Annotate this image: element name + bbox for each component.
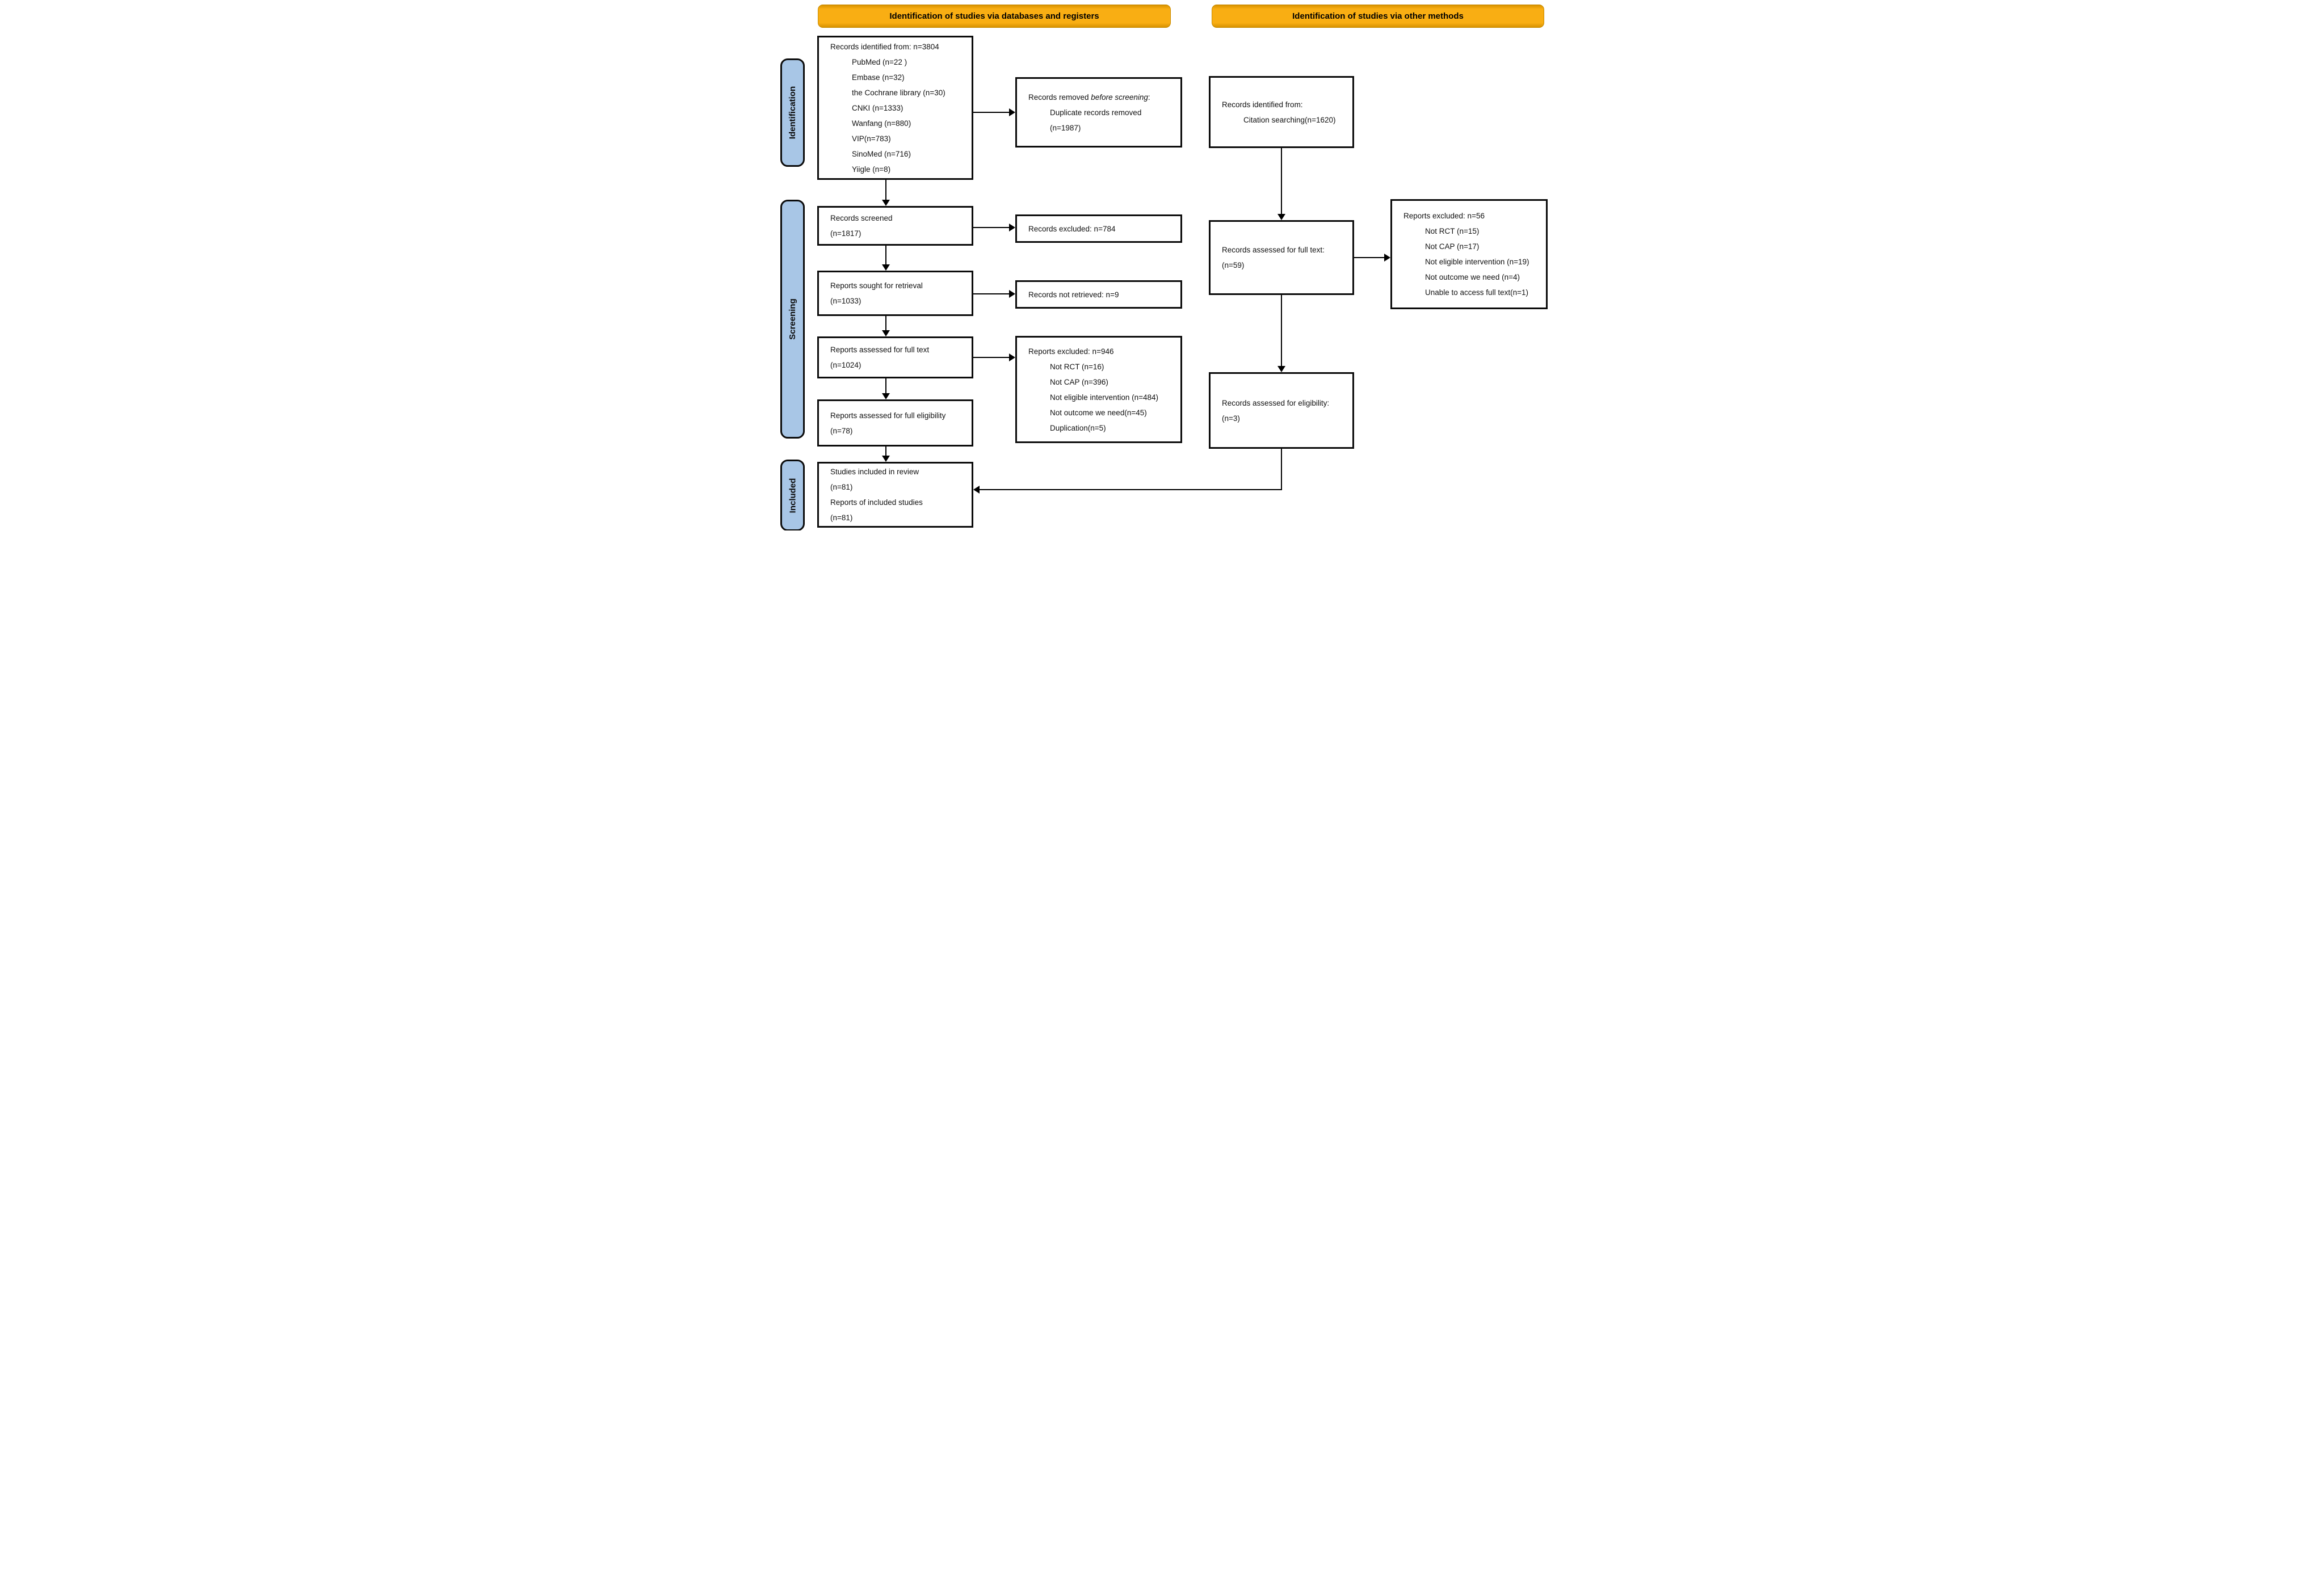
source-vip: VIP(n=783) xyxy=(852,134,891,143)
box-citation-searching: Records identified from: Citation search… xyxy=(1209,76,1354,148)
records-not-retrieved-line: Records not retrieved: n=9 xyxy=(1028,290,1119,299)
box-reports-excluded-946: Reports excluded: n=946 Not RCT (n=16) N… xyxy=(1015,336,1182,443)
excl-not-outcome-4: Not outcome we need (n=4) xyxy=(1425,273,1520,281)
arrow-assessed-to-excluded946-line xyxy=(973,357,1009,358)
arrow-screened-to-sought-head xyxy=(882,264,890,271)
duplicates-removed-line: Duplicate records removed xyxy=(1050,108,1142,117)
duplicates-removed-count: (n=1987) xyxy=(1050,123,1081,132)
arrow-citation-to-fulltext-head xyxy=(1277,214,1285,220)
box-reports-assessed-full-text: Reports assessed for full text (n=1024) xyxy=(817,336,973,378)
arrow-screened-to-sought-line xyxy=(885,246,886,264)
header-other-label: Identification of studies via other meth… xyxy=(1292,11,1464,21)
source-sinomed: SinoMed (n=716) xyxy=(852,149,911,158)
citation-count: Citation searching(n=1620) xyxy=(1243,115,1336,124)
arrow-sought-to-not-retrieved-line xyxy=(973,293,1009,294)
box-records-screened: Records screened (n=1817) xyxy=(817,206,973,246)
arrow-screened-to-excluded-line xyxy=(973,227,1009,228)
source-yiigle: Yiigle (n=8) xyxy=(852,165,891,174)
reports-included-count: (n=81) xyxy=(830,513,853,522)
arrow-sought-to-not-retrieved-head xyxy=(1009,290,1015,298)
box-reports-assessed-eligibility: Reports assessed for full eligibility (n… xyxy=(817,399,973,447)
arrow-eligibility-other-elbow-hline xyxy=(980,489,1282,490)
reports-assessed-count: (n=1024) xyxy=(830,361,861,369)
box-records-assessed-eligibility-other: Records assessed for eligibility: (n=3) xyxy=(1209,372,1354,449)
box-records-removed: Records removed before screening: Duplic… xyxy=(1015,77,1182,148)
source-cnki: CNKI (n=1333) xyxy=(852,103,903,112)
source-cochrane: the Cochrane library (n=30) xyxy=(852,88,945,97)
arrow-fulltext-to-eligibility-line xyxy=(1281,295,1282,366)
header-other-methods: Identification of studies via other meth… xyxy=(1212,5,1544,28)
box-studies-included: Studies included in review (n=81) Report… xyxy=(817,462,973,528)
arrow-eligibility-to-included-head xyxy=(882,456,890,462)
reports-included-line: Reports of included studies xyxy=(830,498,923,507)
studies-included-line: Studies included in review xyxy=(830,468,919,476)
records-identified-title: Records identified from: n=3804 xyxy=(830,42,939,51)
source-pubmed: PubMed (n=22 ) xyxy=(852,57,907,66)
assessed-eligibility-other-count: (n=3) xyxy=(1222,414,1240,423)
before-screening-italic: before screening xyxy=(1091,92,1148,102)
excl-duplication-5: Duplication(n=5) xyxy=(1050,423,1106,432)
assessed-eligibility-other-line: Records assessed for eligibility: xyxy=(1222,398,1330,407)
arrow-identified-to-screened-line xyxy=(885,180,886,200)
arrow-identified-to-screened-head xyxy=(882,200,890,206)
stage-screening-label: Screening xyxy=(788,298,797,340)
excl-not-rct-16: Not RCT (n=16) xyxy=(1050,362,1104,371)
excl-not-eligible-19: Not eligible intervention (n=19) xyxy=(1425,258,1529,266)
reports-sought-count: (n=1033) xyxy=(830,297,861,305)
source-embase: Embase (n=32) xyxy=(852,73,905,82)
stage-identification: Identification xyxy=(780,58,805,167)
assessed-full-text-other-count: (n=59) xyxy=(1222,261,1245,269)
arrow-sought-to-assessed-line xyxy=(885,316,886,330)
arrow-assessed-to-eligibility-line xyxy=(885,378,886,393)
box-records-identified: Records identified from: n=3804 PubMed (… xyxy=(817,36,973,180)
stage-screening: Screening xyxy=(780,200,805,439)
stage-included-label: Included xyxy=(788,478,798,513)
excl-not-outcome-45: Not outcome we need(n=45) xyxy=(1050,408,1147,417)
records-screened-line: Records screened xyxy=(830,214,893,222)
header-databases-registers: Identification of studies via databases … xyxy=(818,5,1171,28)
citation-title: Records identified from: xyxy=(1222,100,1303,109)
arrow-fulltext-to-eligibility-head xyxy=(1277,366,1285,372)
arrow-screened-to-excluded-head xyxy=(1009,224,1015,231)
arrow-fulltext-to-excluded56-line xyxy=(1354,257,1384,258)
prisma-flow-diagram: Identification of studies via databases … xyxy=(775,0,1549,530)
excl-not-eligible-484: Not eligible intervention (n=484) xyxy=(1050,393,1158,402)
excl-not-cap-17: Not CAP (n=17) xyxy=(1425,242,1480,251)
reports-excluded-946-title: Reports excluded: n=946 xyxy=(1028,347,1114,356)
reports-eligibility-count: (n=78) xyxy=(830,426,853,435)
arrow-eligibility-to-included-line xyxy=(885,447,886,456)
excl-no-full-text-1: Unable to access full text(n=1) xyxy=(1425,288,1528,297)
excl-not-rct-15: Not RCT (n=15) xyxy=(1425,227,1480,235)
arrow-sought-to-assessed-head xyxy=(882,330,890,336)
box-records-assessed-full-text-other: Records assessed for full text: (n=59) xyxy=(1209,220,1354,295)
stage-identification-label: Identification xyxy=(788,86,797,140)
reports-eligibility-line: Reports assessed for full eligibility xyxy=(830,411,946,420)
records-excluded-line: Records excluded: n=784 xyxy=(1028,224,1116,233)
header-databases-label: Identification of studies via databases … xyxy=(889,11,1099,21)
records-screened-count: (n=1817) xyxy=(830,229,861,238)
arrow-identified-to-removed-head xyxy=(1009,108,1015,116)
box-records-excluded: Records excluded: n=784 xyxy=(1015,214,1182,243)
arrow-assessed-to-eligibility-head xyxy=(882,393,890,399)
box-reports-excluded-56: Reports excluded: n=56 Not RCT (n=15) No… xyxy=(1390,199,1548,309)
studies-included-count: (n=81) xyxy=(830,483,853,491)
reports-assessed-line: Reports assessed for full text xyxy=(830,346,930,354)
reports-sought-line: Reports sought for retrieval xyxy=(830,281,923,290)
arrow-fulltext-to-excluded56-head xyxy=(1384,254,1390,262)
box-reports-sought: Reports sought for retrieval (n=1033) xyxy=(817,271,973,316)
source-wanfang: Wanfang (n=880) xyxy=(852,119,911,128)
arrow-eligibility-other-elbow-vline xyxy=(1281,449,1282,490)
arrow-eligibility-other-to-included-head xyxy=(973,486,980,494)
records-removed-title: Records removed before screening: xyxy=(1028,92,1150,102)
arrow-citation-to-fulltext-line xyxy=(1281,148,1282,214)
assessed-full-text-other-line: Records assessed for full text: xyxy=(1222,246,1325,254)
box-records-not-retrieved: Records not retrieved: n=9 xyxy=(1015,280,1182,309)
arrow-identified-to-removed-line xyxy=(973,112,1009,113)
reports-excluded-56-title: Reports excluded: n=56 xyxy=(1403,212,1485,220)
arrow-assessed-to-excluded946-head xyxy=(1009,353,1015,361)
excl-not-cap-396: Not CAP (n=396) xyxy=(1050,377,1108,386)
stage-included: Included xyxy=(780,460,805,530)
